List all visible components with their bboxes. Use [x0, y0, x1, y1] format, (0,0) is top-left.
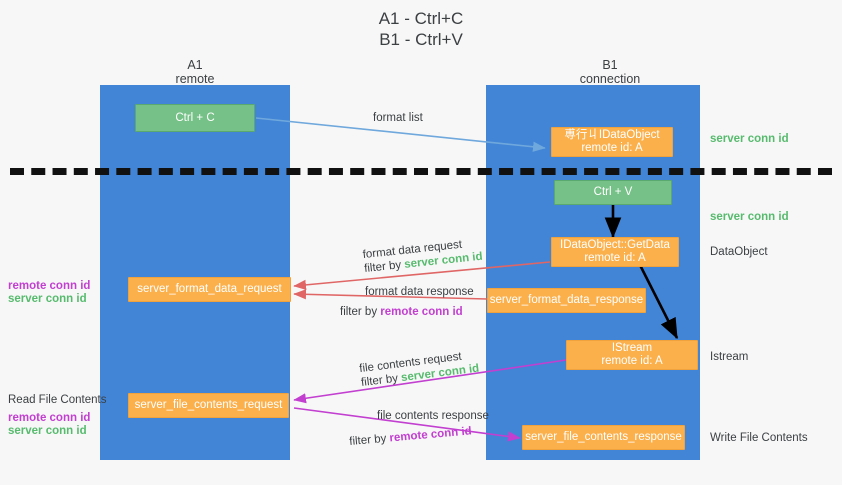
filter-prefix-2: filter by [340, 306, 381, 318]
filter-prefix-3: filter by [360, 372, 402, 390]
filter-prefix-4: filter by [348, 432, 391, 449]
annotation-server-conn-id-left-bottom: server conn id [8, 425, 87, 437]
box-getdata-sub: remote id: A [584, 252, 646, 264]
box-idataobject-title: 尃行丩IDataObject [564, 129, 660, 141]
title-line-1: A1 - Ctrl+C [378, 9, 464, 28]
box-ctrl-v[interactable]: Ctrl + V [554, 180, 672, 205]
lane-a1-sub: remote [175, 72, 215, 86]
lane-header-a1: A1 remote [130, 58, 260, 86]
lane-header-b1: B1 connection [540, 58, 680, 86]
box-server-file-contents-request-label: server_file_contents_request [134, 399, 283, 411]
label-format-data-response: format data response [365, 286, 474, 298]
label-format-list: format list [373, 112, 423, 124]
box-istream-title: IStream [611, 342, 653, 354]
lane-b1-name: B1 [602, 58, 618, 72]
box-server-format-data-request-label: server_format_data_request [137, 283, 282, 295]
box-server-file-contents-response-label: server_file_contents_response [525, 431, 682, 443]
box-idataobject-sub: remote id: A [581, 142, 643, 154]
annotation-server-conn-id-mid: server conn id [710, 211, 789, 223]
box-server-file-contents-request[interactable]: server_file_contents_request [128, 393, 289, 418]
annotation-read-file-contents: Read File Contents [8, 394, 107, 406]
box-idataobject[interactable]: 尃行丩IDataObject remote id: A [551, 127, 673, 157]
label-file-contents-response-filter: filter by remote conn id [349, 424, 472, 449]
box-istream[interactable]: IStream remote id: A [566, 340, 698, 370]
filter-prefix-1: filter by [363, 258, 405, 276]
box-ctrl-c-label: Ctrl + C [175, 111, 215, 124]
box-idataobject-getdata[interactable]: IDataObject::GetData remote id: A [551, 237, 679, 267]
box-ctrl-v-label: Ctrl + V [593, 186, 633, 198]
annotation-dataobject: DataObject [710, 246, 768, 258]
filter-value-remote-conn-id-2: remote conn id [388, 425, 473, 445]
label-format-data-request-group: format data request filter by server con… [362, 236, 483, 276]
annotation-remote-conn-id-bottom: remote conn id [8, 412, 91, 424]
box-ctrl-c[interactable]: Ctrl + C [135, 104, 255, 132]
phase-separator [10, 168, 832, 175]
label-format-data-response-filter: filter by remote conn id [340, 305, 463, 319]
annotation-write-file-contents: Write File Contents [710, 432, 808, 444]
annotation-istream: Istream [710, 351, 749, 363]
box-server-format-data-response[interactable]: server_format_data_response [487, 288, 646, 313]
box-istream-sub: remote id: A [601, 355, 663, 367]
diagram-title: A1 - Ctrl+C B1 - Ctrl+V [0, 8, 842, 50]
lane-a1-name: A1 [187, 58, 203, 72]
lane-b1-sub: connection [579, 72, 641, 86]
annotation-server-conn-id-left-top: server conn id [8, 293, 87, 305]
annotation-remote-conn-id-top: remote conn id [8, 280, 91, 292]
label-file-contents-request-group: file contents request filter by server c… [359, 348, 480, 390]
title-line-2: B1 - Ctrl+V [379, 30, 463, 49]
box-server-file-contents-response[interactable]: server_file_contents_response [522, 425, 685, 450]
box-server-format-data-request[interactable]: server_format_data_request [128, 277, 291, 302]
annotation-server-conn-id-top: server conn id [710, 133, 789, 145]
label-file-contents-response: file contents response [377, 410, 489, 422]
box-getdata-title: IDataObject::GetData [560, 239, 670, 251]
box-server-format-data-response-label: server_format_data_response [489, 294, 644, 306]
filter-value-remote-conn-id-1: remote conn id [380, 306, 463, 318]
